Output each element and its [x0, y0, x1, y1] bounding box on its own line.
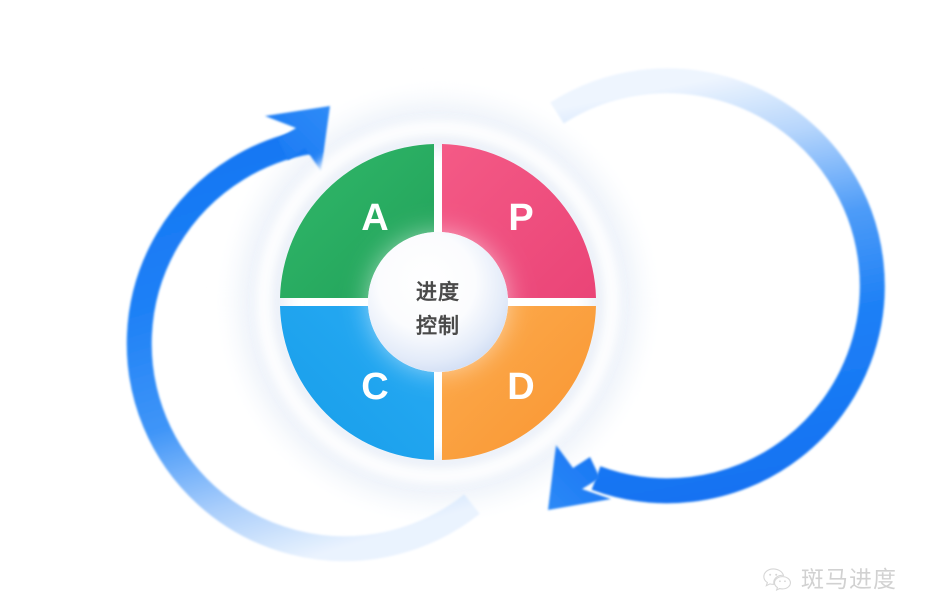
arrow-head-up-right — [265, 106, 330, 171]
center-label-line1: 进度 — [416, 280, 460, 304]
quadrant-c[interactable] — [280, 306, 434, 460]
arrow-arc-right — [548, 68, 885, 510]
quadrant-p-letter: P — [508, 197, 533, 239]
center-hub — [352, 216, 524, 388]
quadrant-a-letter: A — [361, 197, 388, 239]
watermark-text: 斑马进度 — [801, 566, 897, 593]
donut-outer-spacer — [256, 120, 620, 484]
arrow-head-down-left — [548, 445, 611, 510]
quadrant-d-letter: D — [507, 366, 534, 408]
wechat-icon — [763, 568, 791, 592]
donut-ring — [280, 144, 596, 460]
center-disc — [368, 232, 508, 372]
quadrant-c-letter: C — [361, 366, 388, 408]
cycle-arrows — [126, 68, 885, 562]
quadrant-d[interactable] — [442, 306, 596, 460]
quadrant-p[interactable] — [442, 144, 596, 298]
quadrant-a[interactable] — [280, 144, 434, 298]
arrow-arc-left — [126, 106, 480, 562]
center-label-line2: 控制 — [416, 314, 460, 338]
watermark: 斑马进度 — [762, 567, 897, 593]
